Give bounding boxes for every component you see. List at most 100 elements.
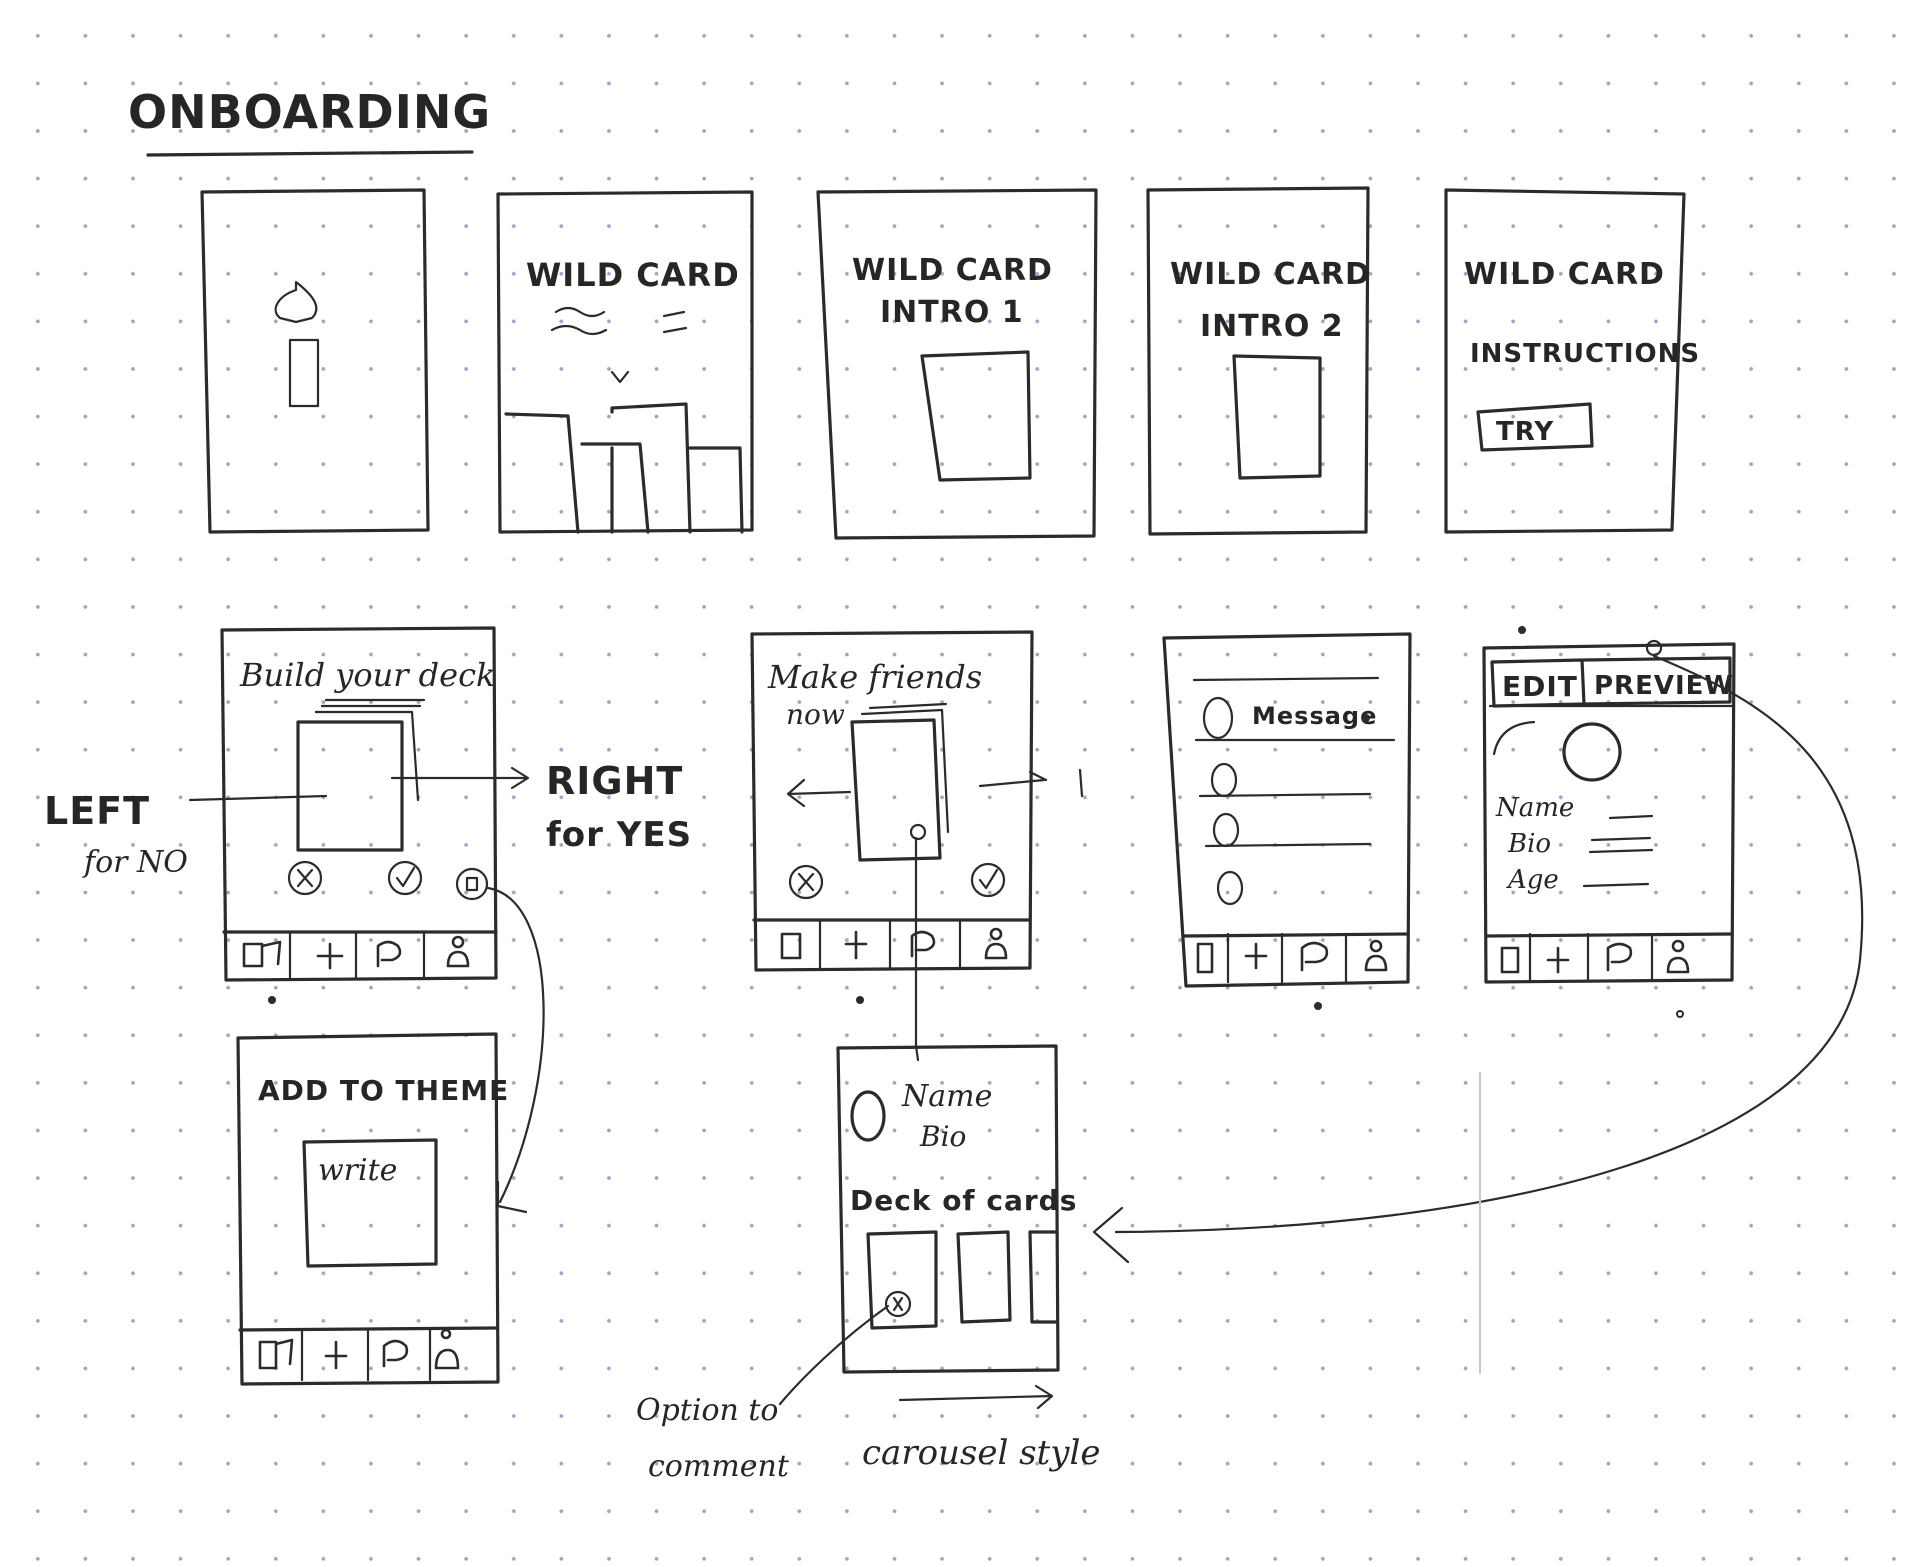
bottom-nav [1502,934,1688,980]
connector-start [1647,641,1661,655]
plus-icon[interactable] [1548,948,1568,972]
page-indicator-dot [856,996,864,1004]
wave-lines [552,308,686,334]
person-icon[interactable] [1366,941,1386,970]
card-placeholder [922,352,1030,480]
person-icon[interactable] [986,929,1006,958]
comment-button[interactable] [457,869,487,899]
profile-edit-screen: EDIT PREVIEW Name Bio Age [1484,626,1734,982]
carousel-arrow [900,1386,1052,1408]
plus-icon[interactable] [326,1342,346,1368]
deck-carousel[interactable] [868,1232,1056,1328]
screen-subtitle: INTRO 1 [880,295,1024,330]
accept-button[interactable] [972,864,1004,896]
field-label: Bio [1507,829,1551,859]
connector-arrowhead [1094,1208,1128,1262]
person-icon[interactable] [1668,941,1688,972]
screen-subtitle: INTRO 2 [1200,309,1344,344]
cards-icon[interactable] [1198,944,1212,972]
cards-icon[interactable] [782,934,800,958]
onboarding-screen-splash [202,190,428,532]
title-underline [148,152,472,155]
chat-icon[interactable] [1608,944,1631,970]
left-label: LEFT [44,789,150,833]
right-label: RIGHT [546,759,683,803]
deck-card[interactable] [958,1232,1010,1322]
onboarding-screen-intro-2: WILD CARD INTRO 2 [1148,188,1371,534]
profile-name: Name [901,1079,992,1114]
cards-icon[interactable] [244,942,280,966]
chat-icon[interactable] [1302,943,1327,970]
swipe-card [852,720,940,860]
bottom-nav [244,932,468,978]
write-input[interactable]: write [304,1140,436,1266]
field-label: Name [1495,793,1574,823]
swipe-left-arrow [788,780,850,806]
deck-card-partial [1030,1232,1056,1322]
plus-icon[interactable] [1246,944,1266,968]
message-row[interactable] [1200,764,1370,796]
comment-button[interactable] [886,1292,910,1316]
page-indicator-dot [1677,1011,1683,1017]
avatar-ghost [1494,722,1534,754]
svg-text:TRY: TRY [1496,417,1554,447]
try-button[interactable]: TRY [1478,404,1592,450]
cards-icon[interactable] [1502,948,1518,972]
logo-stem [290,340,318,406]
swipe-card [298,722,402,850]
swipe-right-arrow [392,768,528,788]
deck-label: Deck of cards [850,1184,1077,1217]
screen-title: WILD CARD [526,256,740,294]
plus-icon[interactable] [846,932,866,958]
screen-title: ADD TO THEME [258,1074,509,1107]
avatar [852,1092,884,1140]
message-row[interactable] [1218,872,1242,904]
screen-title: WILD CARD [1464,257,1665,292]
page-indicator-dot [1314,1002,1322,1010]
preview-profile-screen: Name Bio Deck of cards [838,1046,1077,1372]
accept-button[interactable] [389,862,421,894]
person-icon[interactable] [448,937,468,966]
bottom-nav [782,920,1006,968]
chat-icon[interactable] [384,1341,407,1366]
reject-button[interactable] [790,866,822,898]
onboarding-screen-instructions: WILD CARD INSTRUCTIONS TRY [1446,190,1700,532]
cards-icon[interactable] [260,1340,292,1368]
person-icon[interactable] [436,1330,458,1368]
annotation-comment-line2: comment [648,1449,790,1484]
screen-subtitle: INSTRUCTIONS [1470,339,1700,369]
bottom-nav [1198,934,1386,982]
svg-text:EDIT: EDIT [1502,670,1578,703]
field-input-lines[interactable] [1584,816,1652,886]
messages-screen: Message [1164,634,1410,986]
chevron-down-icon [612,372,628,382]
chat-icon[interactable] [378,942,400,966]
profile-bio: Bio [919,1120,966,1153]
plus-icon[interactable] [318,944,342,968]
tab-edit[interactable]: EDIT [1492,660,1584,706]
nav-divider [1184,934,1406,936]
screen-title: WILD CARD [852,253,1053,288]
spade-logo-icon [276,282,317,322]
message-row[interactable]: Message [1204,698,1377,738]
swipe-left-arrow [190,796,326,800]
avatar[interactable] [1564,724,1620,780]
card-placeholder [1234,356,1320,478]
page-indicator-dot [268,996,276,1004]
add-to-theme-screen: ADD TO THEME write [238,1034,509,1384]
build-deck-screen: Build your deck [190,628,528,980]
svg-text:Message: Message [1252,702,1377,730]
reject-button[interactable] [289,862,321,894]
screen-title: WILD CARD [1170,257,1371,292]
onboarding-screen-intro-1: WILD CARD INTRO 1 [818,190,1096,538]
bottom-nav [260,1330,458,1380]
message-row[interactable] [1206,814,1370,846]
svg-text:write: write [318,1153,397,1188]
screen-title-line2: now [786,698,845,731]
onboarding-screen-wildcard: WILD CARD [498,192,752,532]
field-label: Age [1506,865,1559,895]
annotation-carousel: carousel style [862,1433,1101,1473]
screen-title-line1: Make friends [767,658,982,696]
left-sub-label: for NO [82,845,188,880]
